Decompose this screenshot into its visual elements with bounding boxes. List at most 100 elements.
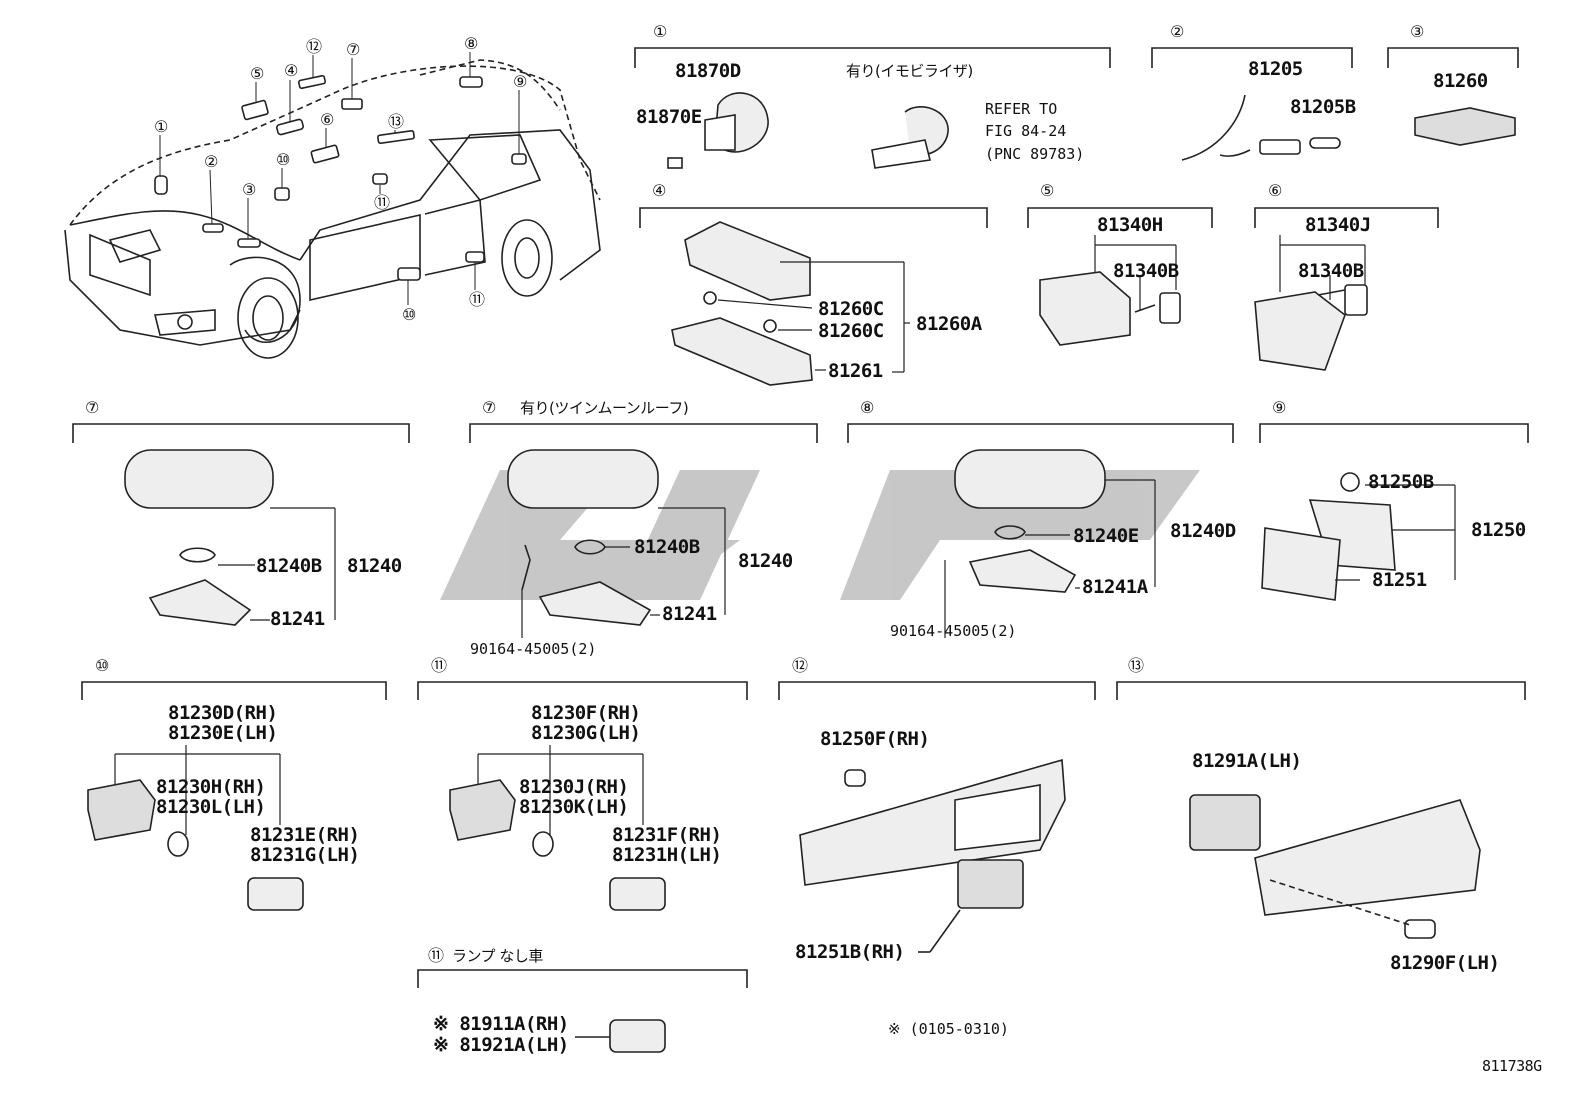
s10-part-81230D: 81230D(RH) xyxy=(168,702,278,724)
s4-part-81260C-a: 81260C xyxy=(818,298,884,320)
car-callout-1: ① xyxy=(154,117,169,136)
s11b-note: ランプ なし車 xyxy=(452,947,543,965)
s7b-number: ⑦ xyxy=(482,398,497,417)
s7b-part-screw: 90164-45005(2) xyxy=(470,640,597,658)
car-callout-6: ⑥ xyxy=(320,110,335,129)
s7a-part-81240: 81240 xyxy=(347,555,402,577)
car-callout-4: ④ xyxy=(284,61,299,80)
s4-part-81260A: 81260A xyxy=(916,313,982,335)
car-callout-8: ⑧ xyxy=(464,34,479,53)
s12-console xyxy=(799,758,1066,953)
figure-code: 811738G xyxy=(1482,1057,1542,1075)
s11b-part-81921A: ※ 81921A(LH) xyxy=(433,1034,569,1056)
s3-number: ③ xyxy=(1410,22,1425,41)
s11b-number: ⑪ xyxy=(428,946,445,965)
s7a-part-81241: 81241 xyxy=(270,608,325,630)
s10-part-81230E: 81230E(LH) xyxy=(168,722,278,744)
car-callout-12: ⑫ xyxy=(306,37,323,56)
s10-number: ⑩ xyxy=(95,656,110,675)
car-leaders xyxy=(159,52,520,305)
section-brackets xyxy=(72,47,1529,988)
car-callout-13: ⑬ xyxy=(388,112,405,131)
s6-part-81340B: 81340B xyxy=(1298,260,1364,282)
car-body-outline xyxy=(69,59,601,226)
s12-number: ⑫ xyxy=(792,656,809,675)
s9-number: ⑨ xyxy=(1272,398,1287,417)
s8-number: ⑧ xyxy=(860,398,875,417)
car-callout-2: ② xyxy=(204,152,219,171)
s4-part-81260C-b: 81260C xyxy=(818,320,884,342)
s10-leaders xyxy=(114,745,281,835)
s1-refer-line1: REFER TO xyxy=(985,100,1058,118)
s3-socket xyxy=(1414,107,1516,146)
s11-number: ⑪ xyxy=(431,656,448,675)
s5-s6-leaders xyxy=(1094,235,1366,310)
s7a-lamp xyxy=(124,449,274,626)
s9-part-81250: 81250 xyxy=(1471,519,1526,541)
s8-leaders xyxy=(944,479,1156,638)
s10-parts xyxy=(87,779,304,911)
s12-part-81251B: 81251B(RH) xyxy=(795,941,905,963)
s5-number: ⑤ xyxy=(1040,181,1055,200)
s6-number: ⑥ xyxy=(1268,181,1283,200)
s2-part-81205: 81205 xyxy=(1248,58,1303,80)
watermark-logo xyxy=(440,470,1200,600)
s8-part-81240E: 81240E xyxy=(1073,525,1139,547)
s11-part-81231H: 81231H(LH) xyxy=(612,844,722,866)
s9-part-81250B: 81250B xyxy=(1368,471,1434,493)
s7b-part-81240B: 81240B xyxy=(634,536,700,558)
s7b-lamp xyxy=(507,449,659,626)
s2-bulb-cable xyxy=(1181,94,1341,161)
s4-console xyxy=(671,221,813,386)
car-callout-3: ③ xyxy=(242,180,257,199)
s9-leaders xyxy=(1335,484,1456,581)
car-body xyxy=(64,129,601,359)
s8-part-81240D: 81240D xyxy=(1170,520,1236,542)
s10-part-81230H: 81230H(RH) xyxy=(156,776,266,798)
s1-part-81870D: 81870D xyxy=(675,60,741,82)
s1-refer-line3: (PNC 89783) xyxy=(985,145,1085,163)
s12-part-81250F: 81250F(RH) xyxy=(820,728,930,750)
s5-part-81340H: 81340H xyxy=(1097,214,1163,236)
s11-leaders xyxy=(477,745,644,835)
s11-part-81231F: 81231F(RH) xyxy=(612,824,722,846)
s13-part-81290F: 81290F(LH) xyxy=(1390,952,1500,974)
footnote: ※ (0105-0310) xyxy=(888,1020,1009,1038)
car-callout-11: ⑪ xyxy=(374,193,391,212)
s2-part-81205B: 81205B xyxy=(1290,96,1356,118)
s11b-part-81911A: ※ 81911A(RH) xyxy=(433,1013,569,1035)
s4-number: ④ xyxy=(652,181,667,200)
s7a-leaders xyxy=(218,507,336,621)
immobilizer-ring-part xyxy=(871,106,949,169)
s6-lamp xyxy=(1254,284,1368,371)
s5-lamp xyxy=(1039,271,1181,346)
s1-part-81870E: 81870E xyxy=(636,106,702,128)
s7b-leaders xyxy=(521,507,726,638)
car-part-markers xyxy=(154,74,527,281)
s7b-part-81241: 81241 xyxy=(662,603,717,625)
s7b-part-81240: 81240 xyxy=(738,550,793,572)
s1-number: ① xyxy=(653,22,668,41)
s8-lamp xyxy=(954,449,1106,593)
s11-part-81230G: 81230G(LH) xyxy=(531,722,641,744)
s3-part-81260: 81260 xyxy=(1433,70,1488,92)
s1-note: 有り(イモビライザ) xyxy=(846,62,973,80)
s10-part-81230L: 81230L(LH) xyxy=(156,796,266,818)
s10-part-81231G: 81231G(LH) xyxy=(250,844,360,866)
s13-number: ⑬ xyxy=(1128,656,1145,675)
s9-part-81251: 81251 xyxy=(1372,569,1427,591)
s4-leaders xyxy=(717,261,910,373)
car-callout-7: ⑦ xyxy=(346,40,361,59)
ignition-ring-part xyxy=(667,92,769,169)
car-callout-5: ⑤ xyxy=(250,64,265,83)
s7a-number: ⑦ xyxy=(85,398,100,417)
car-callout-10b: ⑩ xyxy=(402,305,417,324)
s11-parts xyxy=(449,779,666,911)
s4-part-81261: 81261 xyxy=(828,360,883,382)
car-callout-9: ⑨ xyxy=(513,72,528,91)
s10-part-81231E: 81231E(RH) xyxy=(250,824,360,846)
s11b-cover xyxy=(575,1019,666,1053)
s2-number: ② xyxy=(1170,22,1185,41)
